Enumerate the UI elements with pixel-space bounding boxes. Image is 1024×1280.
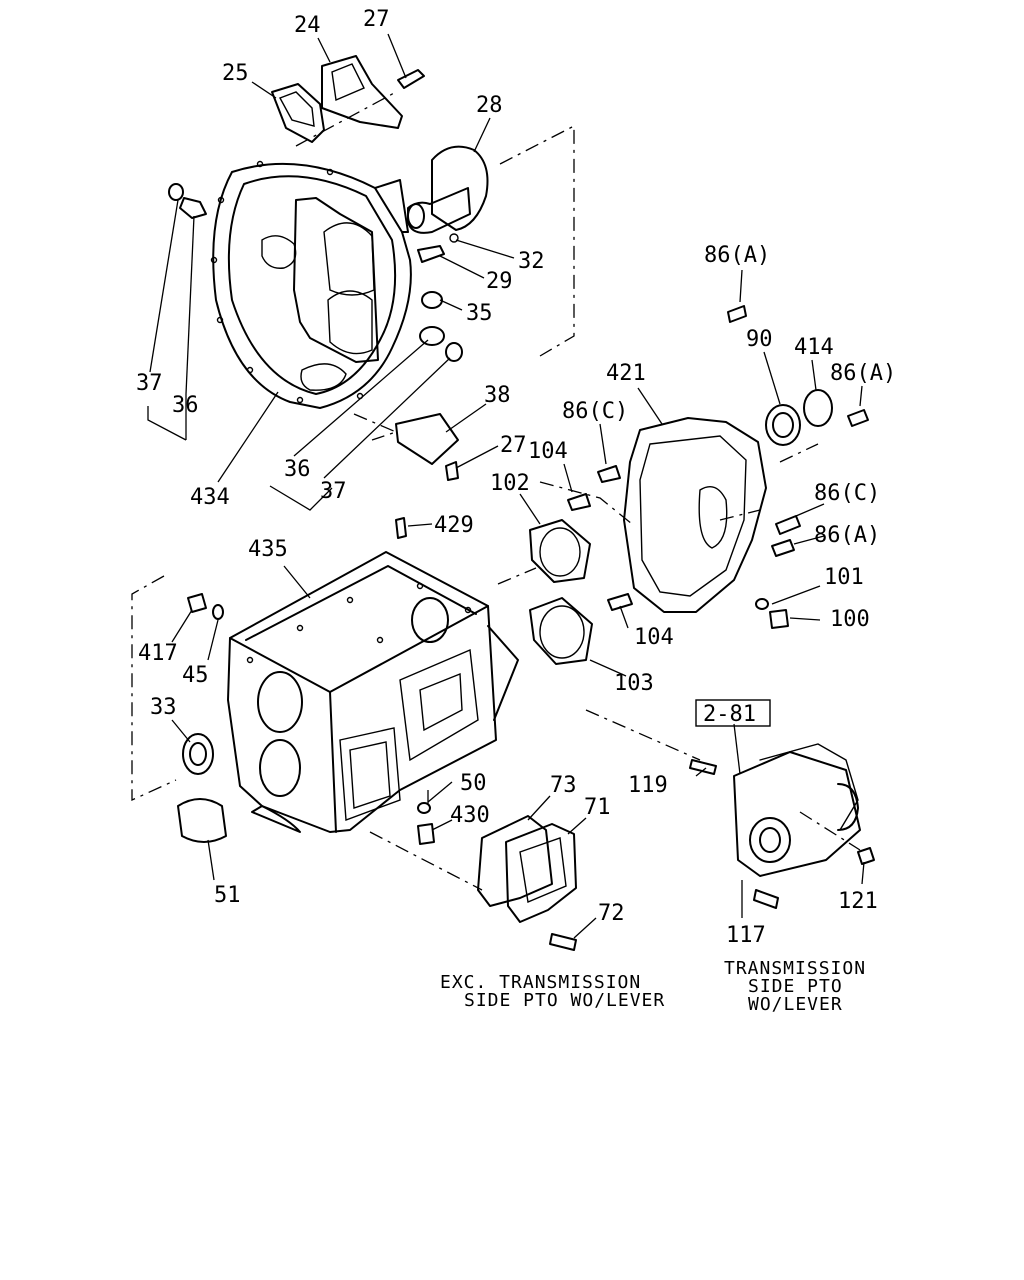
callout-86-a: 86(A) [704,243,770,268]
callout-104: 104 [634,625,674,650]
callout-25: 25 [222,61,249,86]
callout-103: 103 [614,671,654,696]
rear-cover-drawing [567,305,869,629]
callout-86-a: 86(A) [814,523,880,548]
callout-86-c: 86(C) [562,399,628,424]
note-exc-line-1: EXC. TRANSMISSION [440,972,641,993]
callout-430: 430 [450,803,490,828]
callout-51: 51 [214,883,241,908]
callout-24: 24 [294,13,321,38]
callout-414: 414 [794,335,834,360]
callout-421: 421 [606,361,646,386]
callout-45: 45 [182,663,209,688]
callout-86-a: 86(A) [830,361,896,386]
note-exc-line-2: SIDE PTO WO/LEVER [464,990,665,1011]
callout-32: 32 [518,249,545,274]
callout-72: 72 [598,901,625,926]
callout-37: 37 [320,479,347,504]
callout-36: 36 [172,393,199,418]
callout-36: 36 [284,457,311,482]
note-pto-line-1: TRANSMISSION [724,958,866,979]
callout-90: 90 [746,327,773,352]
callout-35: 35 [466,301,493,326]
callout-121: 121 [838,889,878,914]
callout-101: 101 [824,565,864,590]
bottom-covers-drawing [417,802,577,951]
leader-lines [147,33,865,939]
reference-box-2-81 [695,699,771,727]
callout-27: 27 [363,7,390,32]
note-pto-line-2: SIDE PTO [748,976,843,997]
callout-38: 38 [484,383,511,408]
callout-434: 434 [190,485,230,510]
callout-86-c: 86(C) [814,481,880,506]
left-small-parts-drawing [177,517,407,843]
pto-unit-drawing [689,743,875,909]
callout-27: 27 [500,433,527,458]
callout-28: 28 [476,93,503,118]
callout-117: 117 [726,923,766,948]
callout-71: 71 [584,795,611,820]
callout-29: 29 [486,269,513,294]
callout-102: 102 [490,471,530,496]
callout-37: 37 [136,371,163,396]
assembly-centerlines [131,91,861,891]
clutch-housing-drawing [210,160,412,409]
cover-plates-drawing [168,55,489,481]
variant-notes: EXC. TRANSMISSION SIDE PTO WO/LEVER TRAN… [440,958,866,1015]
side-covers-drawing [529,519,633,665]
callout-119: 119 [628,773,668,798]
callout-33: 33 [150,695,177,720]
note-pto-line-3: WO/LEVER [748,994,843,1015]
callout-100: 100 [830,607,870,632]
callout-435: 435 [248,537,288,562]
callout-labels: 24 27 25 28 32 29 35 37 36 38 27 36 434 … [136,7,896,948]
callout-2-81: 2-81 [703,702,756,727]
callout-417: 417 [138,641,178,666]
transmission-case-drawing [227,551,519,833]
callout-73: 73 [550,773,577,798]
callout-50: 50 [460,771,487,796]
callout-104: 104 [528,439,568,464]
callout-429: 429 [434,513,474,538]
